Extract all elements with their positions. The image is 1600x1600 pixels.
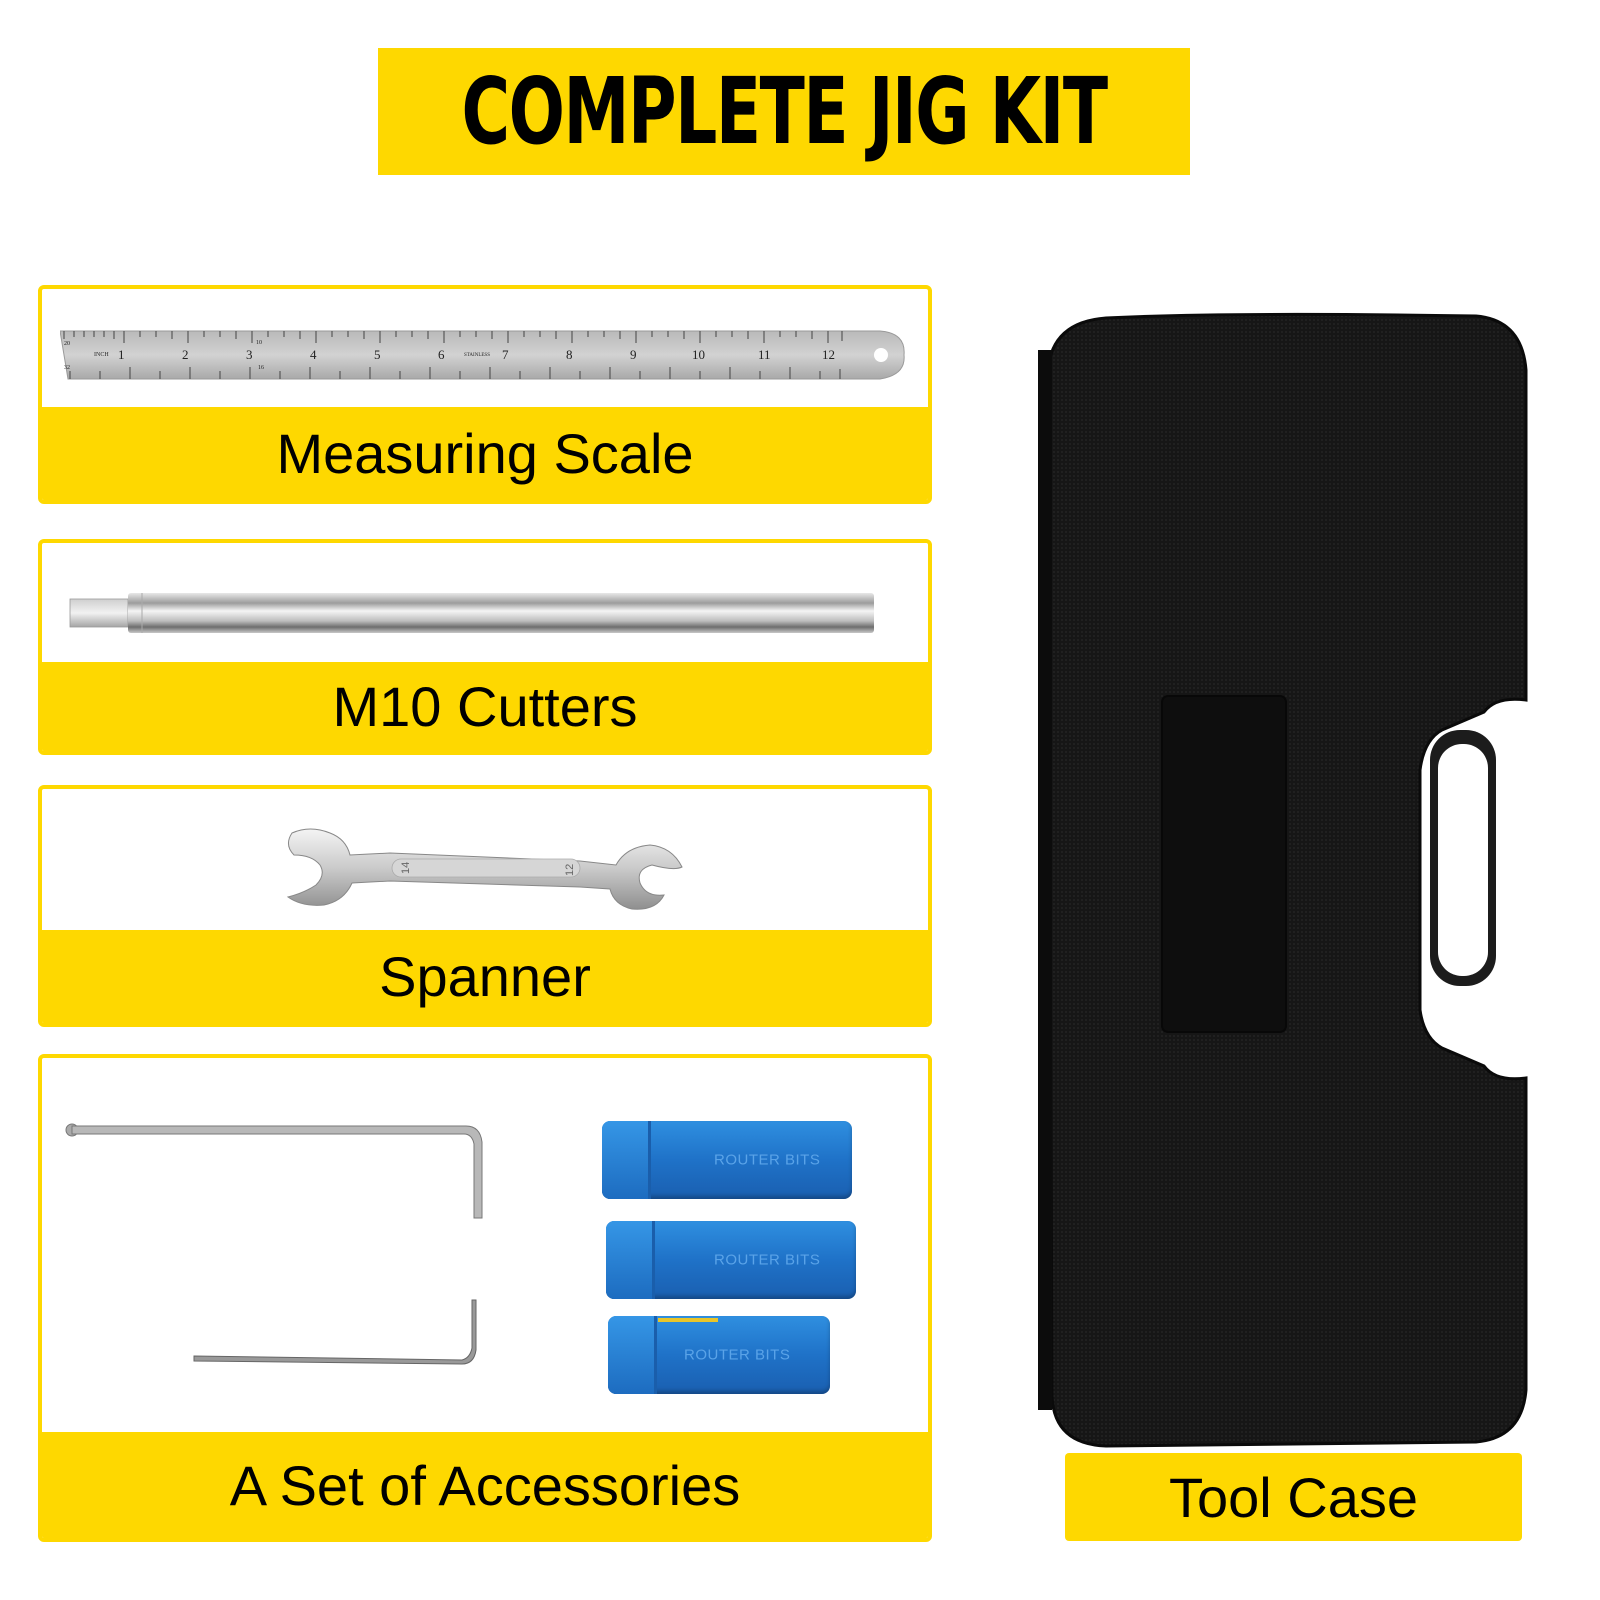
router-bits-box-label: ROUTER BITS <box>684 1346 791 1364</box>
svg-text:20: 20 <box>64 341 70 347</box>
router-bits-box-label: ROUTER BITS <box>714 1251 821 1269</box>
yellow-label-strip <box>658 1318 718 1322</box>
label-spanner: Spanner <box>42 930 928 1023</box>
router-bits-box-2: ROUTER BITS <box>606 1221 856 1299</box>
label-measuring-scale: Measuring Scale <box>42 407 928 500</box>
title-banner: COMPLETE JIG KIT <box>378 48 1190 175</box>
svg-text:16: 16 <box>258 365 264 371</box>
svg-text:3: 3 <box>246 347 253 362</box>
tool-case-image <box>1036 310 1530 1448</box>
router-bits-box-3: ROUTER BITS <box>608 1316 830 1394</box>
cutter-rod-image <box>69 593 874 633</box>
panel-spanner: 14 12 Spanner <box>38 785 932 1027</box>
label-tool-case: Tool Case <box>1065 1453 1522 1541</box>
svg-text:14: 14 <box>400 862 412 874</box>
panel-accessories: ROUTER BITS ROUTER BITS ROUTER BITS A Se… <box>38 1054 932 1542</box>
svg-text:7: 7 <box>502 347 509 362</box>
svg-text:1: 1 <box>118 347 125 362</box>
wrench-image: 14 12 <box>286 828 683 910</box>
svg-text:32: 32 <box>64 365 70 371</box>
svg-text:5: 5 <box>374 347 381 362</box>
svg-text:6: 6 <box>438 347 445 362</box>
label-accessories: A Set of Accessories <box>42 1432 928 1538</box>
svg-text:10: 10 <box>256 340 262 346</box>
svg-text:8: 8 <box>566 347 573 362</box>
router-bits-box-1: ROUTER BITS <box>602 1121 852 1199</box>
svg-text:12: 12 <box>822 347 835 362</box>
svg-text:12: 12 <box>564 864 576 876</box>
router-bits-box-label: ROUTER BITS <box>714 1151 821 1169</box>
svg-text:2: 2 <box>182 347 189 362</box>
svg-text:4: 4 <box>310 347 317 362</box>
svg-text:10: 10 <box>692 347 705 362</box>
svg-text:STAINLESS: STAINLESS <box>464 353 490 358</box>
svg-text:11: 11 <box>758 347 771 362</box>
hex-key-short-icon <box>193 1299 477 1365</box>
svg-text:INCH: INCH <box>94 352 109 358</box>
page-title: COMPLETE JIG KIT <box>461 58 1108 165</box>
svg-text:9: 9 <box>630 347 637 362</box>
label-m10-cutters: M10 Cutters <box>42 662 928 751</box>
panel-m10-cutters: M10 Cutters <box>38 539 932 755</box>
hex-key-long-icon <box>65 1123 483 1219</box>
